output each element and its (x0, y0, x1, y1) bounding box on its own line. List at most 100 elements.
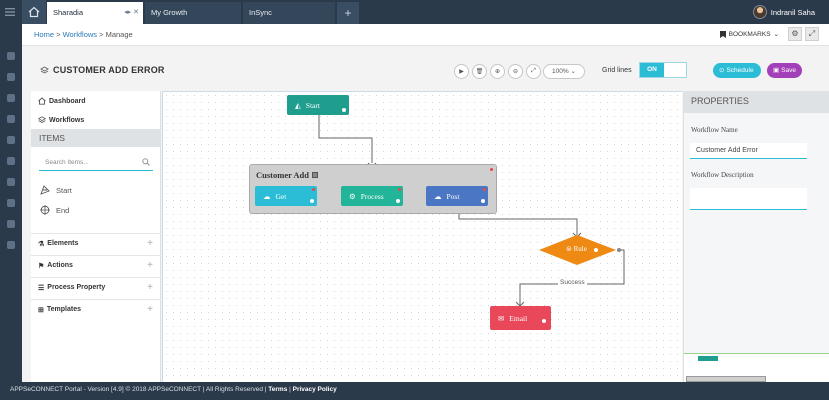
envelope-icon: ✉ (498, 313, 505, 323)
group-title-text: Customer Add (256, 170, 309, 180)
footer-text: APPSeCONNECT Portal - Version [4.9] © 20… (10, 386, 269, 393)
home-icon (38, 97, 46, 105)
rule-node-port (594, 248, 598, 252)
search-placeholder: Search Items... (45, 159, 89, 166)
zoom-out-button[interactable]: ⊖ (508, 64, 523, 79)
workflow-description-field[interactable] (690, 188, 807, 210)
fit-button[interactable]: ⤢ (526, 64, 541, 79)
node-start-label: Start (305, 100, 320, 110)
group-customer-add[interactable]: Customer Add ☁ Get ⚙ Process ☁ Post (249, 164, 497, 214)
user-menu[interactable]: Indranil Saha (752, 5, 815, 19)
group-title: Customer Add (256, 170, 318, 180)
breadcrumb-workflows[interactable]: Workflows (62, 30, 98, 39)
plus-icon[interactable]: + (147, 304, 153, 315)
expand-icon: ⤢ (808, 29, 816, 38)
section-elements[interactable]: ⚗Elements+ (31, 233, 161, 253)
chevron-down-icon: ⌄ (773, 31, 779, 38)
gear-icon: ⚙ (791, 29, 799, 38)
node-get[interactable]: ☁ Get (255, 186, 317, 206)
nav-dashboard[interactable]: Dashboard (38, 97, 86, 105)
plus-icon[interactable]: + (147, 282, 153, 293)
rail-link-icon[interactable] (7, 115, 15, 123)
grid-lines-toggle[interactable]: ON (639, 62, 687, 78)
tool-start-label: Start (56, 185, 72, 195)
nav-dashboard-label: Dashboard (49, 97, 86, 105)
footer: APPSeCONNECT Portal - Version [4.9] © 20… (0, 382, 829, 400)
bookmark-icon (719, 30, 726, 38)
tab-my-growth[interactable]: My Growth (145, 2, 241, 24)
section-templates[interactable]: ⊞Templates+ (31, 299, 161, 319)
workflow-name-label: Workflow Name (691, 126, 738, 134)
properties-header: PROPERTIES (684, 91, 829, 113)
rail-chat-icon[interactable] (7, 73, 15, 81)
rule-icon: ⊜ (566, 245, 572, 253)
bookmarks-dropdown[interactable]: BOOKMARKS ⌄ (719, 30, 779, 38)
rail-clock-icon[interactable] (7, 94, 15, 102)
node-port (481, 199, 485, 203)
save-button[interactable]: ▣Save (767, 63, 802, 78)
zoom-select[interactable]: 100% ⌄ (543, 64, 585, 79)
section-actions[interactable]: ⚑Actions+ (31, 255, 161, 275)
cloud-download-icon: ☁ (263, 191, 271, 201)
plus-icon[interactable]: + (147, 238, 153, 249)
tab-controls-icon[interactable]: ◂▸ ✕ (124, 9, 139, 16)
nav-workflows[interactable]: Workflows (38, 116, 84, 124)
workflow-description-label: Workflow Description (691, 171, 754, 179)
node-get-label: Get (275, 191, 287, 201)
zoom-in-icon: ⊕ (494, 69, 501, 75)
tab-sharadia[interactable]: Sharadia ◂▸ ✕ (47, 2, 143, 24)
canvas-minimap[interactable] (684, 353, 829, 382)
node-post[interactable]: ☁ Post (426, 186, 488, 206)
nav-workflows-label: Workflows (49, 116, 85, 124)
collapse-icon[interactable] (311, 172, 318, 178)
expand-button[interactable]: ⤢ (805, 27, 819, 41)
section-process-property[interactable]: ☰Process Property + (31, 277, 161, 297)
tool-start[interactable]: Start (40, 185, 72, 195)
rule-text: Rule (573, 245, 587, 253)
breadcrumb-bar: Home > Workflows > Manage BOOKMARKS ⌄ ⚙ … (22, 24, 829, 46)
privacy-policy-link[interactable]: Privacy Policy (292, 386, 337, 393)
node-email[interactable]: ✉ Email (490, 306, 551, 330)
rail-doc-icon[interactable] (7, 52, 15, 60)
section-actions-label: Actions (47, 262, 73, 269)
node-start[interactable]: ◭ Start (287, 95, 349, 115)
node-port (310, 199, 314, 203)
fit-screen-icon: ⤢ (531, 68, 536, 74)
delete-button[interactable]: 🗑 (472, 64, 487, 79)
settings-button[interactable]: ⚙ (788, 27, 802, 41)
user-name: Indranil Saha (770, 7, 815, 17)
breadcrumb-home[interactable]: Home (34, 30, 55, 39)
tool-end[interactable]: End (40, 205, 69, 215)
hamburger-icon[interactable] (5, 7, 15, 17)
side-rail (0, 24, 22, 382)
footer-separator: | (287, 386, 293, 393)
zoom-in-button[interactable]: ⊕ (490, 64, 505, 79)
start-flag-icon (40, 185, 50, 195)
rail-info-icon[interactable] (7, 199, 15, 207)
play-icon: ▶ (459, 69, 464, 75)
node-process[interactable]: ⚙ Process (341, 186, 403, 206)
node-post-label: Post (446, 191, 460, 201)
rule-node-shape[interactable] (539, 235, 616, 265)
node-port (342, 108, 346, 112)
rail-user-icon[interactable] (7, 241, 15, 249)
rail-gear-icon[interactable] (7, 178, 15, 186)
workflow-canvas[interactable]: ◭ Start Customer Add ☁ Get ⚙ Process ☁ P… (162, 91, 682, 382)
terms-link[interactable]: Terms (268, 386, 288, 393)
list-icon: ☰ (38, 284, 45, 292)
plus-icon[interactable]: + (147, 260, 153, 271)
schedule-button[interactable]: ⊙Schedule (713, 63, 761, 78)
rail-plug-icon[interactable] (7, 157, 15, 165)
home-button[interactable] (22, 0, 46, 24)
search-items-input[interactable]: Search Items... (39, 155, 153, 171)
minimap-node (698, 356, 718, 361)
crosshair-icon (40, 205, 50, 215)
node-error-dot (490, 168, 493, 171)
workflow-name-field[interactable]: Customer Add Error (690, 143, 807, 159)
add-tab-button[interactable]: + (337, 2, 359, 24)
run-button[interactable]: ▶ (454, 64, 469, 79)
rail-globe-icon[interactable] (7, 136, 15, 144)
tab-insync[interactable]: InSync (243, 2, 335, 24)
rail-power-icon[interactable] (7, 220, 15, 228)
section-process-property-label: Process Property (47, 284, 106, 291)
